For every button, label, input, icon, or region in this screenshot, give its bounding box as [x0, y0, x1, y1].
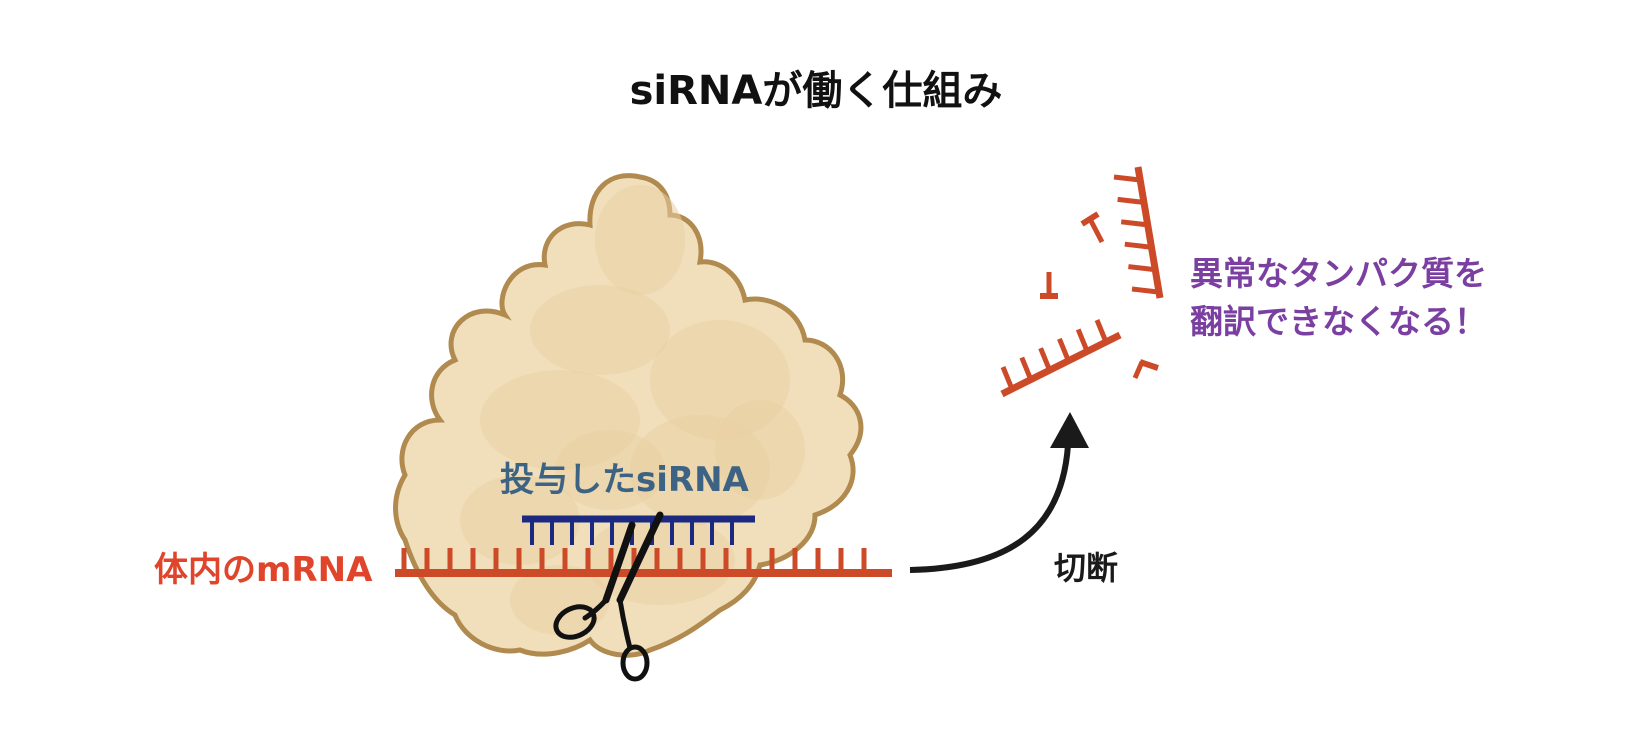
- fragment-vertical-base: [1124, 241, 1152, 250]
- scissors-icon: [553, 511, 664, 682]
- fragment-diagonal-base: [1075, 328, 1090, 353]
- fragment-vertical-base: [1117, 196, 1144, 205]
- complex-lobe: [585, 515, 735, 605]
- fragment-diagonal-base: [1094, 319, 1109, 343]
- curved-arrow-icon: [909, 412, 1089, 573]
- complex-lobes: [460, 185, 805, 635]
- fragment-vertical-backbone: [1134, 166, 1164, 299]
- result-line-1: 異常なタンパク質を: [1190, 254, 1487, 293]
- fragment-piece: [1087, 217, 1105, 244]
- mrna-label: 体内のmRNA: [154, 550, 373, 590]
- fragment-piece: [1132, 360, 1145, 380]
- fragment-vertical-base: [1128, 264, 1155, 273]
- page-title: siRNAが働く仕組み: [629, 68, 1003, 114]
- mrna-fragments: [1000, 166, 1164, 398]
- result-label: 異常なタンパク質を 翻訳できなくなる！: [1190, 250, 1487, 346]
- fragment-vertical-base: [1113, 174, 1141, 183]
- complex-lobe: [715, 400, 805, 500]
- fragment-diagonal-base: [1057, 337, 1071, 362]
- mrna-strand: [395, 548, 892, 577]
- sirna-label: 投与したsiRNA: [500, 460, 749, 500]
- fragment-vertical-base: [1131, 286, 1159, 295]
- fragment-diagonal-base: [1019, 356, 1034, 381]
- fragment-diagonal-base: [1038, 347, 1052, 372]
- fragment-diagonal-backbone: [1000, 331, 1122, 398]
- ribosome-complex-icon: [393, 173, 864, 658]
- complex-lobe: [530, 285, 670, 375]
- complex-lobe: [555, 430, 665, 510]
- fragment-diagonal-base: [1000, 366, 1015, 390]
- cut-label: 切断: [1054, 549, 1119, 587]
- fragment-vertical-base: [1120, 219, 1148, 228]
- result-line-2: 翻訳できなくなる！: [1190, 302, 1487, 341]
- complex-lobe: [595, 185, 685, 295]
